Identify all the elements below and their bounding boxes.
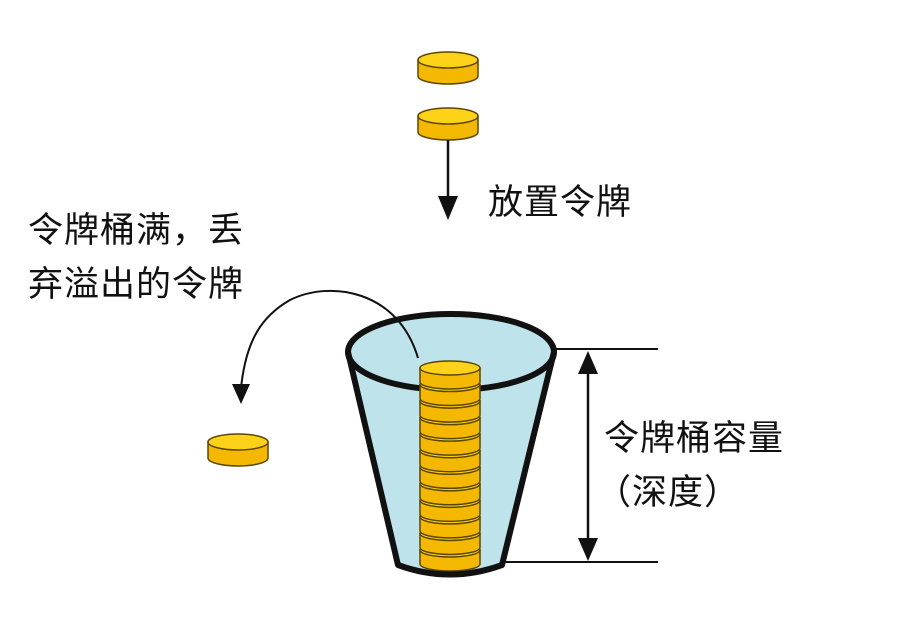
token-stack [419,360,481,572]
overflow-label-line2: 弃溢出的令牌 [28,265,245,305]
bucket-walls [345,349,557,578]
coin-icon [207,433,269,467]
discarded-token [207,433,269,467]
place-token-label: 放置令牌 [488,183,633,223]
coin-icon [417,51,479,85]
falling-tokens [417,51,479,141]
drop-arrow [438,140,458,220]
capacity-label-line1: 令牌桶容量 [604,419,785,459]
overflow-arrow [232,289,419,404]
capacity-dimension [505,348,658,563]
coin-icon [419,360,481,390]
overflow-label-line1: 令牌桶满，丢 [28,211,245,251]
coin-icon [417,107,479,141]
capacity-label-line2: （深度） [596,473,741,513]
